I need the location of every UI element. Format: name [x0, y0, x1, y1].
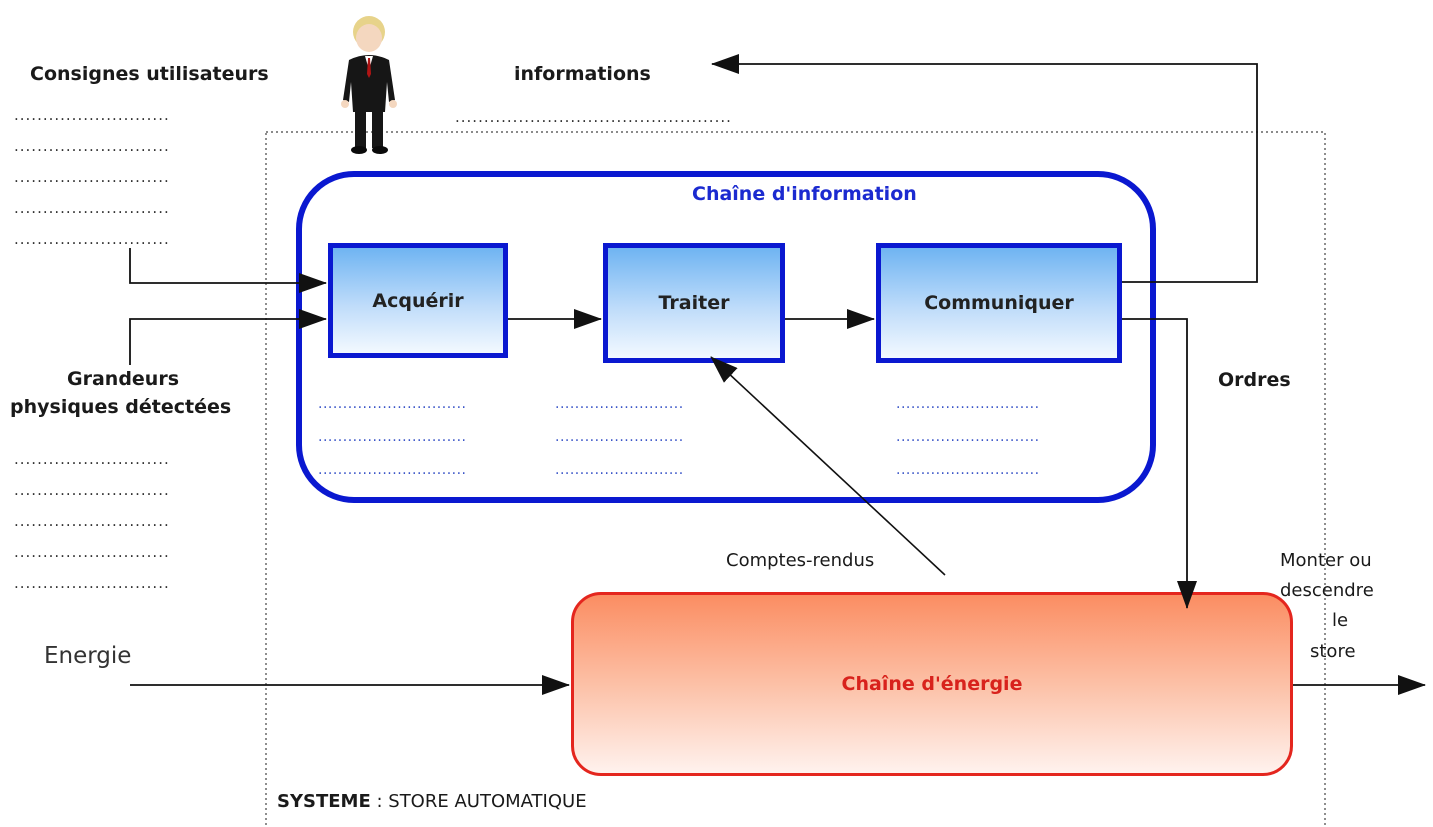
systeme-label: SYSTEME — [277, 791, 371, 812]
grandeurs-label-line2: physiques détectées — [10, 396, 232, 418]
informations-label: informations — [514, 63, 651, 85]
acquerir-label: Acquérir — [372, 289, 464, 312]
grandeurs-label-line1: Grandeurs — [67, 368, 180, 390]
output-label-line3: le — [1332, 610, 1349, 631]
acquerir-block: Acquérir — [328, 243, 508, 358]
consignes-arrow — [129, 248, 327, 293]
systeme-value: STORE AUTOMATIQUE — [388, 791, 587, 812]
systeme-separator: : — [370, 791, 389, 812]
chaine-energie-block: Chaîne d'énergie — [571, 592, 1293, 776]
ordres-label: Ordres — [1218, 369, 1291, 391]
acquerir-dots: .............................. .........… — [318, 396, 467, 478]
output-label-line4: store — [1310, 641, 1356, 662]
informations-dots: ........................................… — [455, 108, 732, 126]
comptes-rendus-arrow — [710, 356, 946, 576]
grandeurs-dots: ........................... ............… — [14, 450, 170, 592]
traiter-dots: .......................... .............… — [555, 396, 684, 478]
chaine-information-container — [296, 171, 1156, 503]
output-label-line2: descendre — [1280, 580, 1374, 601]
output-label-line1: Monter ou — [1280, 550, 1372, 571]
communiquer-label: Communiquer — [924, 292, 1074, 314]
informations-arrow — [711, 54, 1258, 283]
communiquer-dots: ............................. ..........… — [896, 396, 1040, 478]
traiter-block: Traiter — [603, 243, 785, 363]
grandeurs-arrow — [129, 309, 327, 365]
communiquer-block: Communiquer — [876, 243, 1122, 363]
consignes-dots: ........................... ............… — [14, 106, 170, 248]
chaine-energie-title: Chaîne d'énergie — [841, 673, 1023, 695]
traiter-label: Traiter — [658, 292, 730, 314]
systeme-caption: SYSTEME : STORE AUTOMATIQUE — [277, 791, 587, 812]
energie-label: Energie — [44, 643, 132, 669]
ordres-arrow — [1122, 318, 1197, 609]
consignes-label: Consignes utilisateurs — [30, 63, 269, 85]
comptes-rendus-label: Comptes-rendus — [726, 550, 875, 571]
chaine-information-title: Chaîne d'information — [692, 183, 917, 205]
